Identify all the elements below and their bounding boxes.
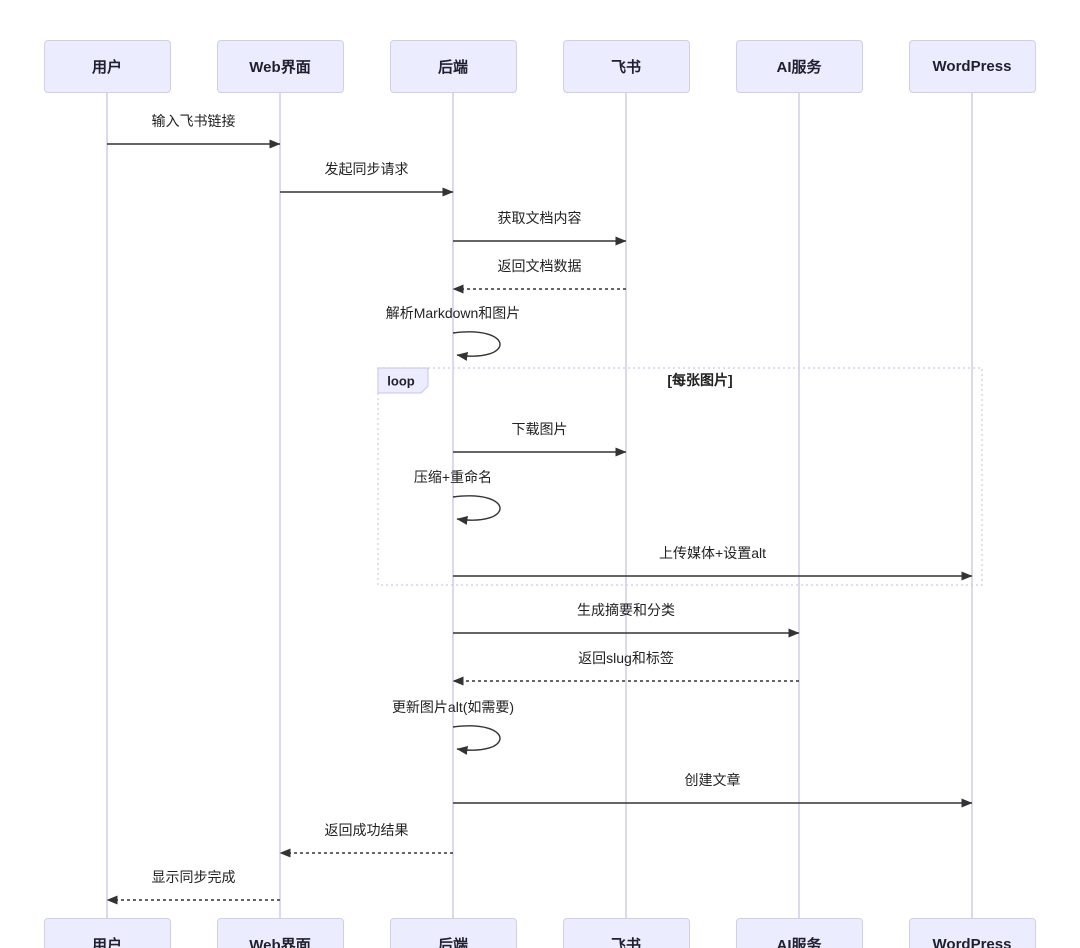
lifelines-group bbox=[106, 93, 973, 918]
self-loop-4 bbox=[452, 331, 501, 361]
loop-label-box bbox=[377, 367, 429, 394]
self-loop-10 bbox=[452, 725, 501, 755]
self-loop-6 bbox=[452, 495, 501, 525]
message-arrows-group bbox=[106, 139, 973, 905]
loop-frame-group bbox=[377, 367, 983, 586]
loop-frame bbox=[377, 367, 983, 586]
